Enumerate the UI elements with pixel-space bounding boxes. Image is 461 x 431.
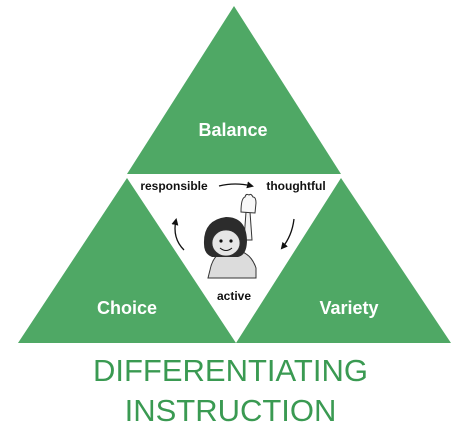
variety-segment xyxy=(236,178,451,343)
choice-label: Choice xyxy=(97,298,157,318)
diagram-stage: Balance Choice Variety responsible thoug… xyxy=(18,6,451,428)
variety-label: Variety xyxy=(319,298,378,318)
triangle-diagram: Balance Choice Variety responsible thoug… xyxy=(18,6,451,343)
arrow-responsible-to-thoughtful xyxy=(218,181,254,189)
choice-segment xyxy=(18,178,236,343)
arrow-active-to-responsible xyxy=(171,218,185,251)
responsible-label: responsible xyxy=(140,179,208,193)
child-raising-hand-illustration xyxy=(203,193,257,279)
balance-label: Balance xyxy=(198,120,267,140)
thoughtful-label: thoughtful xyxy=(266,179,325,193)
balance-segment xyxy=(127,6,341,174)
diagram-title: DIFFERENTIATING INSTRUCTION xyxy=(93,353,368,428)
arrow-thoughtful-to-active xyxy=(280,218,295,250)
active-label: active xyxy=(217,289,251,303)
